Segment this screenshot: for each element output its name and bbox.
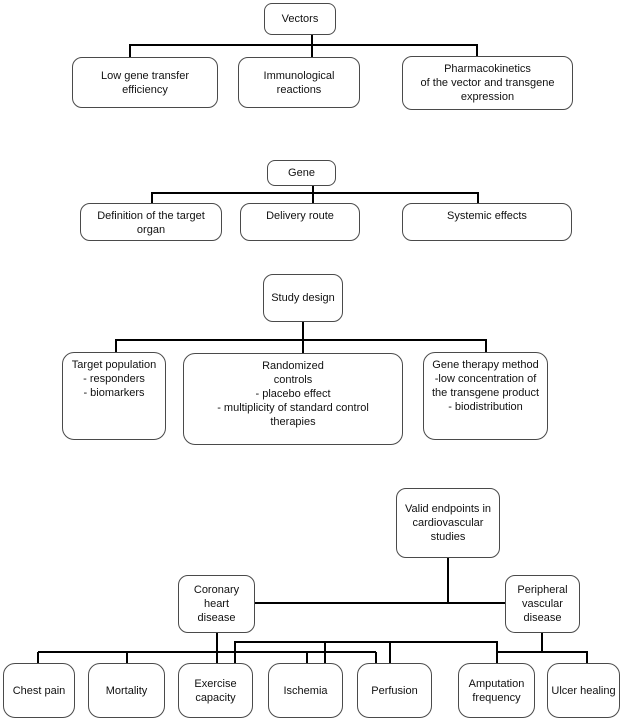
node-peripheral: Peripheral vascular disease: [505, 575, 580, 633]
node-chest-pain: Chest pain: [3, 663, 75, 718]
node-amputation: Amputation frequency: [458, 663, 535, 718]
node-valid-endpoints: Valid endpoints in cardiovascular studie…: [396, 488, 500, 558]
node-study-design: Study design: [263, 274, 343, 322]
node-gene-therapy: Gene therapy method -low concentration o…: [423, 352, 548, 440]
node-definition: Definition of the target organ: [80, 203, 222, 241]
node-ischemia: Ischemia: [268, 663, 343, 718]
node-low-gene-transfer: Low gene transfer efficiency: [72, 57, 218, 108]
node-ulcer: Ulcer healing: [547, 663, 620, 718]
node-target-population: Target population - responders - biomark…: [62, 352, 166, 440]
node-exercise: Exercise capacity: [178, 663, 253, 718]
node-perfusion: Perfusion: [357, 663, 432, 718]
node-coronary: Coronary heart disease: [178, 575, 255, 633]
node-vectors: Vectors: [264, 3, 336, 35]
node-systemic: Systemic effects: [402, 203, 572, 241]
node-randomized: Randomized controls - placebo effect - m…: [183, 353, 403, 445]
node-pharmacokinetics: Pharmacokinetics of the vector and trans…: [402, 56, 573, 110]
node-delivery: Delivery route: [240, 203, 360, 241]
node-mortality: Mortality: [88, 663, 165, 718]
node-gene: Gene: [267, 160, 336, 186]
node-immunological: Immunological reactions: [238, 57, 360, 108]
